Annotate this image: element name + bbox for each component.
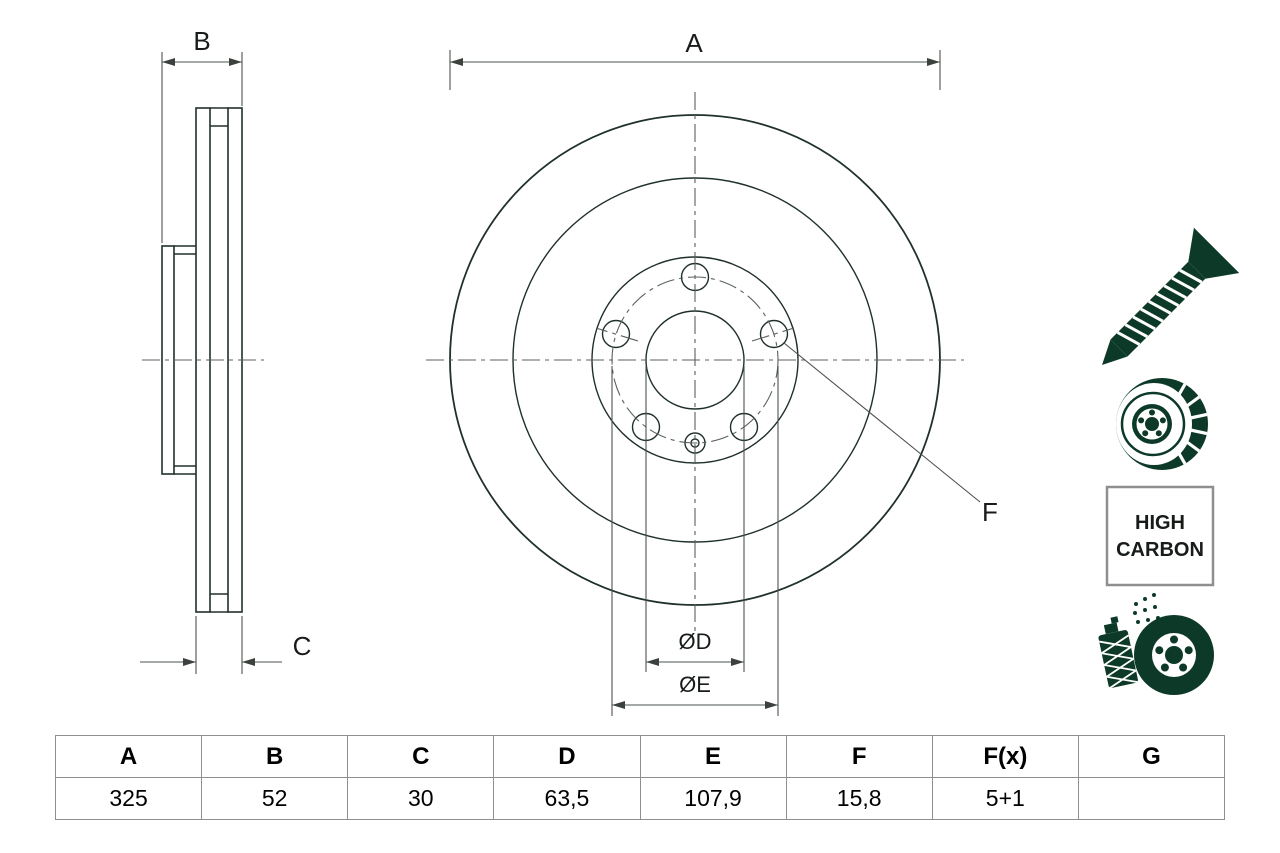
dimension-e	[611, 366, 779, 716]
table-value-cell: 325	[54, 777, 203, 820]
table-header-cell: E	[639, 735, 787, 778]
technical-drawing: A B C ØD	[140, 26, 1240, 716]
dim-b-label: B	[193, 26, 210, 56]
table-header-cell: F	[785, 735, 933, 778]
table-header-cell: A	[54, 735, 203, 778]
arrowhead	[183, 658, 196, 666]
table-value-row: 325 52 30 63,5 107,9 15,8 5+1	[54, 777, 1226, 820]
screw-threads	[1116, 268, 1203, 346]
arrowhead	[927, 58, 940, 66]
arrowhead	[612, 701, 625, 709]
dim-c-label: C	[293, 631, 312, 661]
bolt-circle-centerline	[611, 276, 779, 444]
disc-center-hole	[1165, 646, 1183, 664]
dimension-table: A B C D E F F(x) G 325 52 30 63,5 107,9 …	[54, 735, 1226, 820]
dimension-c	[140, 616, 282, 674]
bolt-hole-radial-mark	[751, 327, 795, 342]
badge-text-line1: HIGH	[1135, 512, 1185, 534]
arrowhead	[229, 58, 242, 66]
screw-shank	[1110, 261, 1206, 357]
arrowhead	[450, 58, 463, 66]
table-value-cell: 63,5	[493, 777, 641, 820]
table-value-cell	[1077, 777, 1226, 820]
table-header-cell: G	[1077, 735, 1226, 778]
countersunk-screw-icon	[1102, 227, 1240, 365]
disc-bolt-holes	[1155, 635, 1193, 672]
table-value-cell: 30	[347, 777, 495, 820]
hub-bolt-holes	[1138, 409, 1166, 437]
table-value-cell: 15,8	[785, 777, 933, 820]
coated-disc-face	[1134, 615, 1214, 695]
bolt-hole	[601, 319, 631, 349]
screw-head	[1188, 227, 1240, 279]
dimension-a	[449, 50, 941, 90]
spray-can-icon	[1098, 593, 1214, 695]
table-header-cell: C	[347, 735, 495, 778]
friction-edge-ring	[1120, 391, 1186, 457]
can-hatching	[1099, 634, 1139, 690]
centerlines	[142, 92, 964, 632]
table-value-cell: 107,9	[639, 777, 787, 820]
dimension-d	[645, 366, 745, 672]
vented-brake-disc-icon	[1116, 378, 1208, 470]
spray-can-body	[1098, 616, 1139, 690]
badge-border	[1105, 485, 1215, 587]
badge-text-line2: CARBON	[1116, 539, 1204, 561]
arrowhead	[162, 58, 175, 66]
dim-f-label: F	[982, 497, 998, 527]
arrowhead	[765, 701, 778, 709]
dim-f-leader-line	[783, 342, 981, 503]
table-value-cell: 52	[201, 777, 349, 820]
table-value-cell: 5+1	[931, 777, 1079, 820]
arrowhead	[242, 658, 255, 666]
spray-dots	[1133, 593, 1160, 624]
dimension-b	[161, 52, 243, 243]
dim-d-label: ØD	[679, 629, 712, 654]
table-header-cell: F(x)	[931, 735, 1079, 778]
arrowhead	[731, 658, 744, 666]
center-hole	[1145, 417, 1159, 431]
table-header-cell: D	[493, 735, 641, 778]
table-header-cell: B	[201, 735, 349, 778]
bolt-hole	[759, 319, 789, 349]
bolt-hole-radial-mark	[595, 327, 639, 342]
dim-e-label: ØE	[679, 672, 711, 697]
arrowhead	[646, 658, 659, 666]
dim-a-label: A	[685, 28, 703, 58]
high-carbon-badge: HIGH CARBON	[1105, 485, 1215, 587]
table-header-row: A B C D E F F(x) G	[54, 735, 1226, 778]
